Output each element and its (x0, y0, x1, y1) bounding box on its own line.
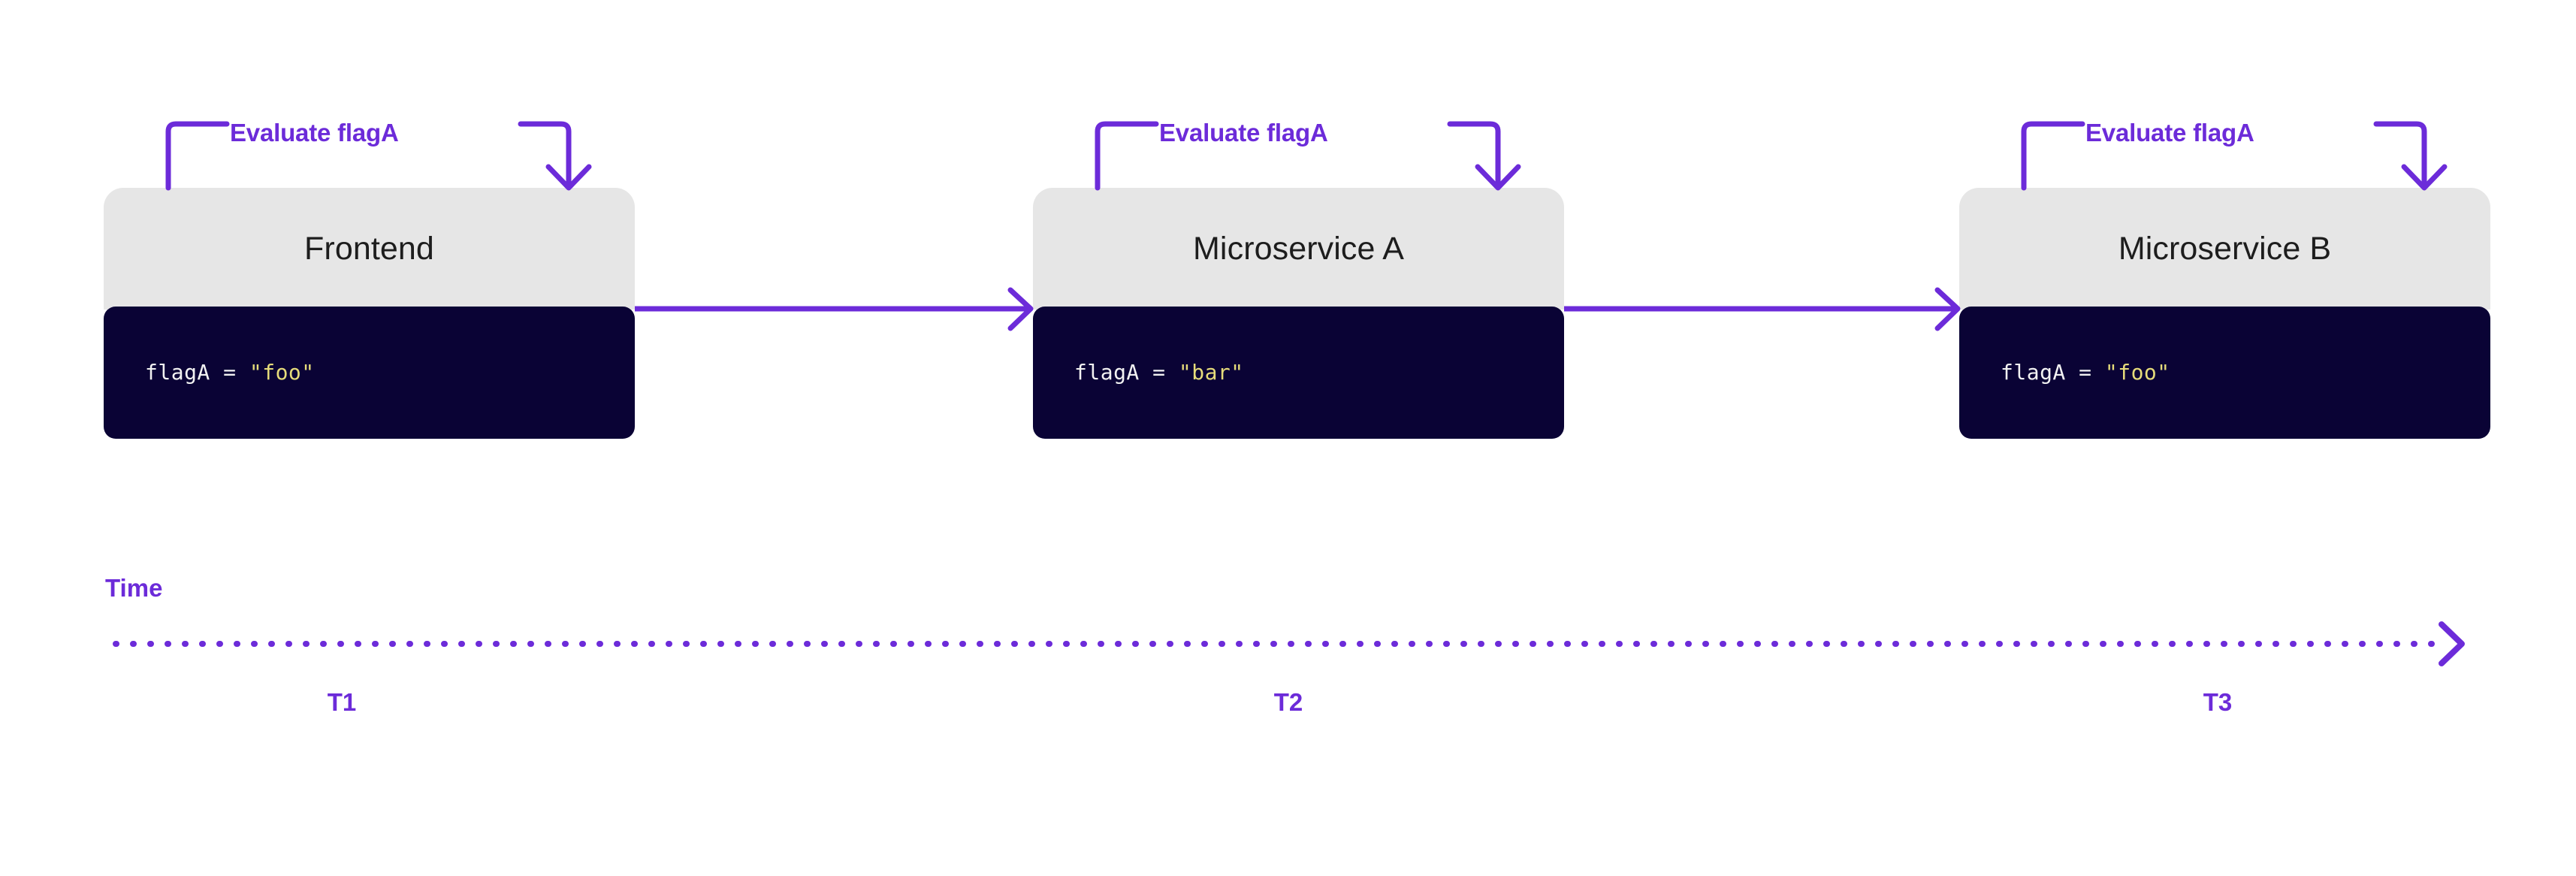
node-title: Microservice A (1193, 230, 1404, 267)
timeline-tick-t1: T1 (327, 688, 357, 716)
code-expression: flagA = (1074, 360, 1179, 385)
node-header: Microservice B (1959, 188, 2490, 310)
node-code-panel: flagA = "foo" (1959, 307, 2490, 439)
code-expression: flagA = (145, 360, 249, 385)
timeline-tick-t3: T3 (2203, 688, 2233, 716)
bracket-label: Evaluate flagA (1159, 119, 1328, 147)
flow-arrow-microservice-a-to-microservice-b (1564, 287, 1961, 331)
code-line: flagA = "foo" (2001, 362, 2170, 383)
node-code-panel: flagA = "foo" (104, 307, 635, 439)
code-expression: flagA = (2001, 360, 2105, 385)
node-title: Microservice B (2118, 230, 2332, 267)
timeline-axis (113, 621, 2465, 666)
timeline-label: Time (105, 574, 163, 602)
code-string-value: "foo" (2104, 360, 2170, 385)
node-header: Microservice A (1033, 188, 1564, 310)
node-title: Frontend (304, 230, 434, 267)
code-line: flagA = "bar" (1074, 362, 1244, 383)
bracket-label: Evaluate flagA (2085, 119, 2254, 147)
code-string-value: "bar" (1178, 360, 1244, 385)
bracket-label: Evaluate flagA (230, 119, 399, 147)
timeline-tick-t2: T2 (1273, 688, 1303, 716)
code-line: flagA = "foo" (145, 362, 315, 383)
node-header: Frontend (104, 188, 635, 310)
flow-arrow-frontend-to-microservice-a (635, 287, 1034, 331)
code-string-value: "foo" (249, 360, 315, 385)
node-code-panel: flagA = "bar" (1033, 307, 1564, 439)
